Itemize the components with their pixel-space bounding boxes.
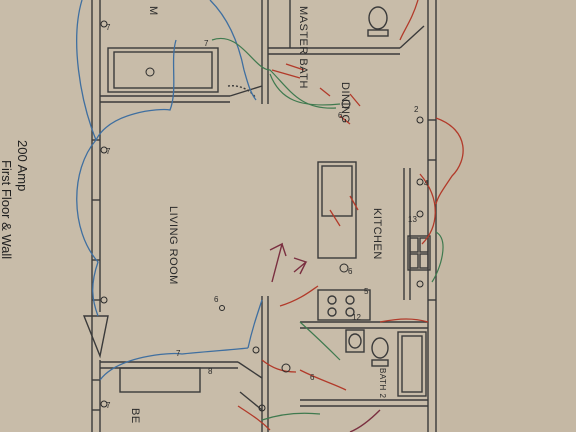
circuit-tag: 13	[408, 215, 417, 224]
circuit-tag: 2	[414, 105, 419, 114]
blue-circuit-wires	[76, 0, 263, 381]
room-label-dining: DINING	[339, 82, 351, 124]
room-label-bath-2: BATH 2	[378, 368, 387, 398]
maroon-annotation-wires	[269, 242, 381, 432]
walls	[82, 0, 437, 432]
room-label-master-bath: MASTER BATH	[297, 6, 309, 89]
room-label-bedroom: BE	[129, 408, 141, 424]
circuit-tag: 8	[208, 367, 213, 376]
room-label-kitchen: KITCHEN	[371, 208, 383, 260]
circuit-tag: 4	[424, 179, 429, 188]
circuit-tag: 7	[176, 349, 181, 358]
circuit-tag: 7	[106, 147, 111, 156]
circuit-tag: 7	[204, 39, 209, 48]
circuit-tag: 6	[348, 267, 353, 276]
circuit-tag: 6	[338, 111, 343, 120]
circuit-tag: 7	[106, 401, 111, 410]
room-label-master-bedroom: M	[147, 6, 159, 16]
circuit-tags: 7 7 7 6 6 7 4 6 2 13 12 5 8 6 7	[106, 23, 429, 410]
circuit-tag: 6	[310, 373, 315, 382]
circuit-tag: 6	[214, 295, 219, 304]
red-circuit-wires	[237, 0, 464, 431]
green-circuit-wires	[211, 37, 444, 421]
margin-notes: 200 Amp First Floor & Wall	[0, 140, 30, 259]
room-label-living-room: LIVING ROOM	[167, 206, 179, 285]
room-labels: M MASTER BATH DINING LIVING ROOM KITCHEN…	[129, 6, 387, 424]
panel-note: First Floor & Wall	[0, 160, 14, 259]
circuit-tag: 12	[352, 313, 361, 322]
circuit-tag: 7	[106, 23, 111, 32]
circuit-tag: 5	[364, 287, 369, 296]
electrical-fixtures	[100, 20, 424, 412]
service-note: 200 Amp	[15, 140, 30, 191]
